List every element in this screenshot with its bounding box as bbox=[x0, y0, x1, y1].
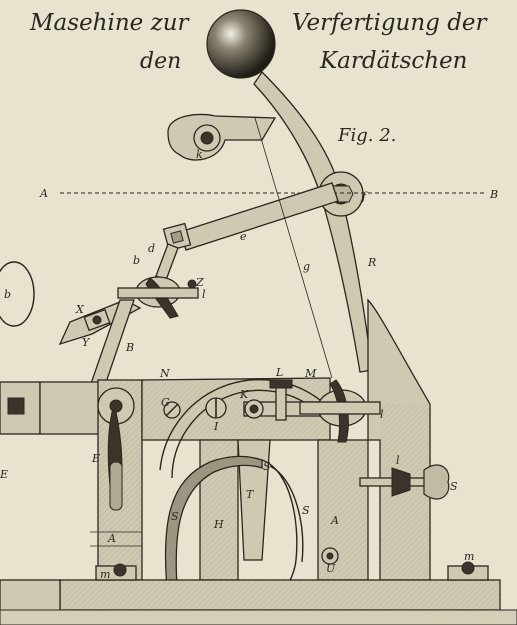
lever-arm bbox=[253, 70, 373, 373]
label-B-axis: B bbox=[489, 188, 498, 201]
label-A-lower: A bbox=[330, 514, 339, 527]
label-l-right: l bbox=[396, 454, 400, 467]
label-A-axis: A bbox=[39, 187, 48, 200]
arc-segment-2 bbox=[171, 389, 321, 479]
label-g: g bbox=[303, 260, 310, 273]
label-M: M bbox=[304, 367, 317, 380]
base-bolt-left-head bbox=[113, 563, 127, 577]
bolt-U-inner bbox=[326, 552, 334, 560]
label-l-top: l bbox=[202, 288, 206, 301]
screw-L bbox=[275, 385, 287, 421]
drive-wheel-hub bbox=[109, 399, 123, 413]
rod-end-d-inner bbox=[170, 230, 184, 244]
label-S-mid: S bbox=[263, 460, 271, 473]
base-plate-hatch bbox=[60, 580, 500, 610]
bow-S-right-2 bbox=[269, 465, 304, 563]
screw-G-slot bbox=[165, 403, 179, 417]
carriage-K-hub bbox=[249, 404, 259, 414]
screw-L-head bbox=[269, 379, 293, 389]
upright-T bbox=[237, 439, 271, 561]
base-lower-band bbox=[0, 609, 517, 625]
label-Y: Y bbox=[82, 336, 91, 349]
handle-E-grip bbox=[109, 461, 123, 511]
base-bolt-right-head bbox=[461, 561, 475, 575]
label-E-side: E bbox=[0, 468, 8, 481]
label-d: d bbox=[148, 242, 155, 255]
label-K: K bbox=[239, 388, 249, 401]
label-T: T bbox=[246, 488, 255, 501]
wing-nut-l bbox=[391, 467, 411, 497]
label-e: e bbox=[240, 230, 247, 243]
title-right-1: Verfertigung der bbox=[292, 10, 489, 36]
label-G: G bbox=[161, 396, 170, 409]
figure-label: Fig. 2. bbox=[337, 125, 396, 146]
label-b-circle: b bbox=[4, 288, 11, 301]
title-right-2: Kardätschen bbox=[319, 48, 468, 74]
thumbscrew-head-S bbox=[423, 464, 450, 500]
label-E-handle: E bbox=[91, 452, 100, 465]
title-left-2: den bbox=[140, 49, 181, 74]
label-B: B bbox=[125, 341, 134, 354]
label-X: X bbox=[75, 303, 85, 316]
upper-bracket bbox=[167, 113, 277, 161]
label-S-curve: S bbox=[171, 510, 179, 523]
label-m-right: m bbox=[464, 550, 474, 563]
left-bracket-arm bbox=[39, 381, 101, 435]
label-m-left: m bbox=[100, 568, 110, 581]
swivel-Z-screw bbox=[187, 279, 197, 289]
label-l-mid: l bbox=[380, 408, 384, 421]
arm-X-hub bbox=[92, 315, 102, 325]
detail-circle-b bbox=[0, 261, 35, 327]
label-U: U bbox=[326, 562, 336, 575]
title-left-1: Masehine zur bbox=[29, 10, 191, 36]
label-b-small: b bbox=[133, 254, 140, 267]
label-S-right: S bbox=[450, 480, 458, 493]
bow-S-left bbox=[164, 455, 263, 601]
swivel-M-clamp bbox=[299, 401, 381, 415]
label-N: N bbox=[159, 367, 170, 380]
label-I: I bbox=[213, 420, 219, 433]
label-Z: Z bbox=[195, 276, 204, 289]
label-A-base: A bbox=[107, 532, 116, 545]
swivel-b-clamp bbox=[117, 287, 199, 299]
label-H: H bbox=[213, 518, 224, 531]
lever-knob bbox=[206, 9, 276, 79]
label-L: L bbox=[275, 366, 283, 379]
label-R: R bbox=[367, 256, 376, 269]
label-f: f bbox=[361, 190, 368, 203]
left-bolt bbox=[7, 397, 25, 415]
line-g bbox=[254, 117, 333, 379]
label-k: k bbox=[196, 148, 203, 161]
arc-segment bbox=[159, 378, 321, 471]
upper-pulley-hub bbox=[200, 131, 214, 145]
label-S-lower: S bbox=[302, 504, 310, 517]
